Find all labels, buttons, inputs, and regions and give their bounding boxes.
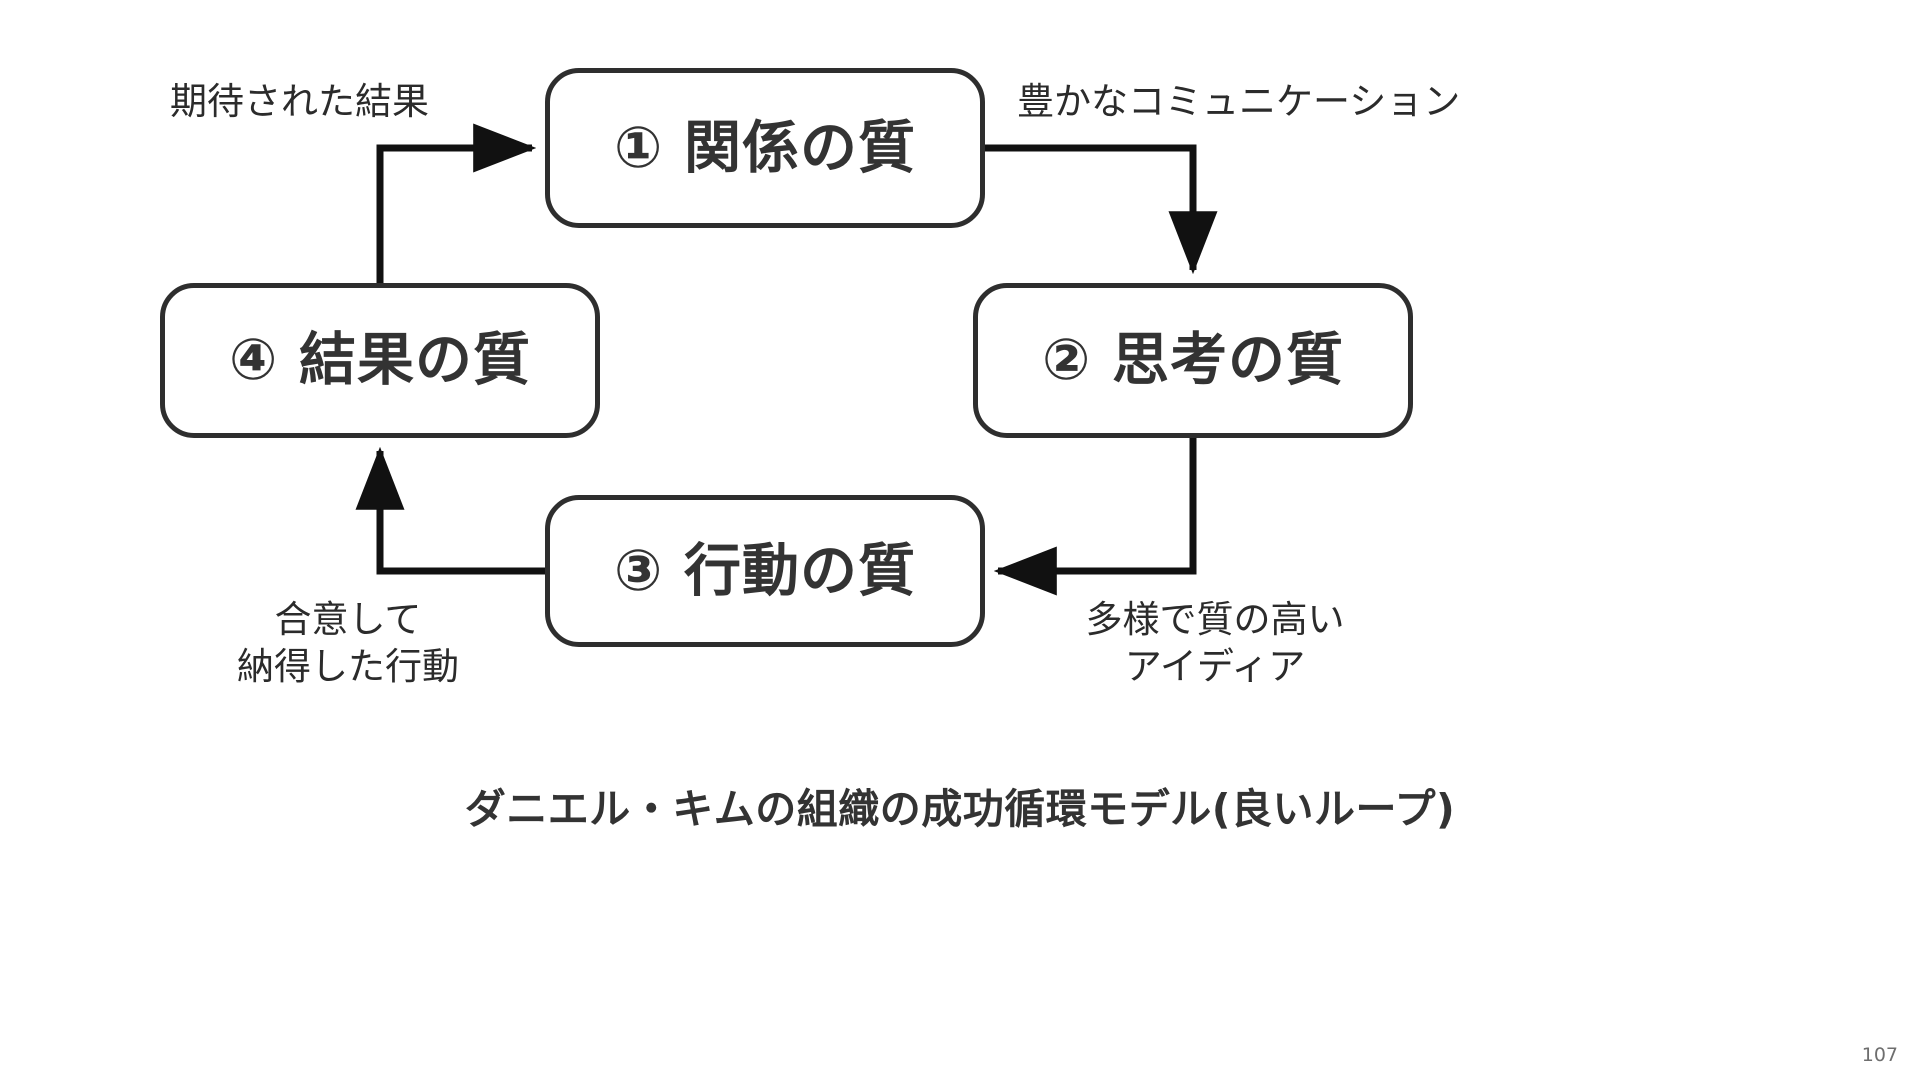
edge-label-diverse-ideas: 多様で質の高い アイディア (1086, 596, 1345, 691)
node-action-quality[interactable]: ③ 行動の質 (545, 495, 985, 647)
edge-label-agreed-action-line-1: 合意して (274, 598, 422, 641)
edge-label-expected-results-line-1: 期待された結果 (170, 80, 429, 123)
edge-label-agreed-action: 合意して 納得した行動 (237, 596, 459, 691)
arrow-thinking-to-action (993, 438, 1197, 596)
diagram-caption: ダニエル・キムの組織の成功循環モデル(良いループ) (464, 785, 1456, 833)
edge-label-diverse-ideas-line-1: 多様で質の高い (1085, 598, 1345, 641)
edge-label-rich-communication: 豊かなコミュニケーション (1017, 78, 1460, 125)
arrow-results-to-relationship (376, 123, 537, 283)
node-relationship-quality-label: ① 関係の質 (613, 114, 917, 181)
arrow-action-to-results (355, 446, 545, 575)
node-thinking-quality[interactable]: ② 思考の質 (973, 283, 1413, 438)
edge-label-rich-communication-line-1: 豊かなコミュニケーション (1017, 80, 1461, 123)
node-results-quality-label: ④ 結果の質 (228, 327, 532, 393)
edge-label-diverse-ideas-line-2: アイディア (1124, 645, 1306, 689)
arrow-relationship-to-thinking (985, 144, 1218, 275)
page-number: 107 (1861, 1044, 1898, 1066)
edge-label-agreed-action-line-2: 納得した行動 (237, 645, 459, 689)
node-relationship-quality[interactable]: ① 関係の質 (545, 68, 985, 228)
node-thinking-quality-label: ② 思考の質 (1041, 327, 1345, 393)
node-results-quality[interactable]: ④ 結果の質 (160, 283, 600, 438)
edge-label-expected-results: 期待された結果 (170, 78, 429, 125)
node-action-quality-label: ③ 行動の質 (613, 537, 917, 604)
